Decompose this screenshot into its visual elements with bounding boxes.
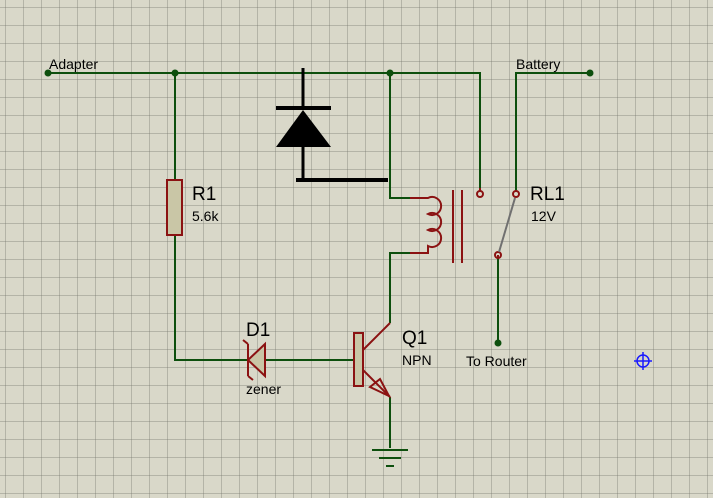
nodes [44, 69, 594, 347]
ground-icon[interactable] [372, 449, 408, 467]
junction-node[interactable] [386, 69, 394, 77]
d1-reference: D1 [246, 320, 270, 341]
relay-common-contact [494, 251, 502, 259]
wire-coil-top[interactable] [389, 73, 410, 199]
rl1-value: 12V [531, 208, 557, 224]
r1-value: 5.6k [192, 208, 219, 224]
r1-reference: R1 [192, 184, 216, 205]
wire-coil-bottom[interactable] [389, 252, 410, 323]
zener-diode-d1[interactable] [242, 339, 266, 381]
terminal-adapter[interactable] [44, 69, 52, 77]
d1-value: zener [246, 381, 281, 397]
crosshair-origin-icon[interactable] [634, 352, 652, 370]
net-label-adapter: Adapter [49, 56, 98, 72]
terminal-router[interactable] [494, 339, 502, 347]
q1-reference: Q1 [402, 328, 427, 349]
wire-r1-to-d1[interactable] [174, 235, 248, 361]
wires [48, 72, 590, 448]
rl1-reference: RL1 [530, 184, 565, 205]
resistor-r1[interactable] [166, 179, 183, 236]
net-label-battery: Battery [516, 56, 560, 72]
q1-value: NPN [402, 352, 432, 368]
net-label-router: To Router [466, 353, 527, 369]
terminal-battery[interactable] [586, 69, 594, 77]
relay-rl1[interactable] [410, 188, 520, 263]
junction-node[interactable] [171, 69, 179, 77]
transistor-q1[interactable] [353, 322, 392, 399]
relay-switch-arm [498, 197, 516, 253]
wire-battery[interactable] [515, 72, 590, 192]
relay-no-contact [512, 190, 520, 198]
relay-nc-contact [476, 190, 484, 198]
wire-adapter-rail[interactable] [48, 72, 481, 188]
flyback-diode[interactable] [276, 68, 388, 182]
